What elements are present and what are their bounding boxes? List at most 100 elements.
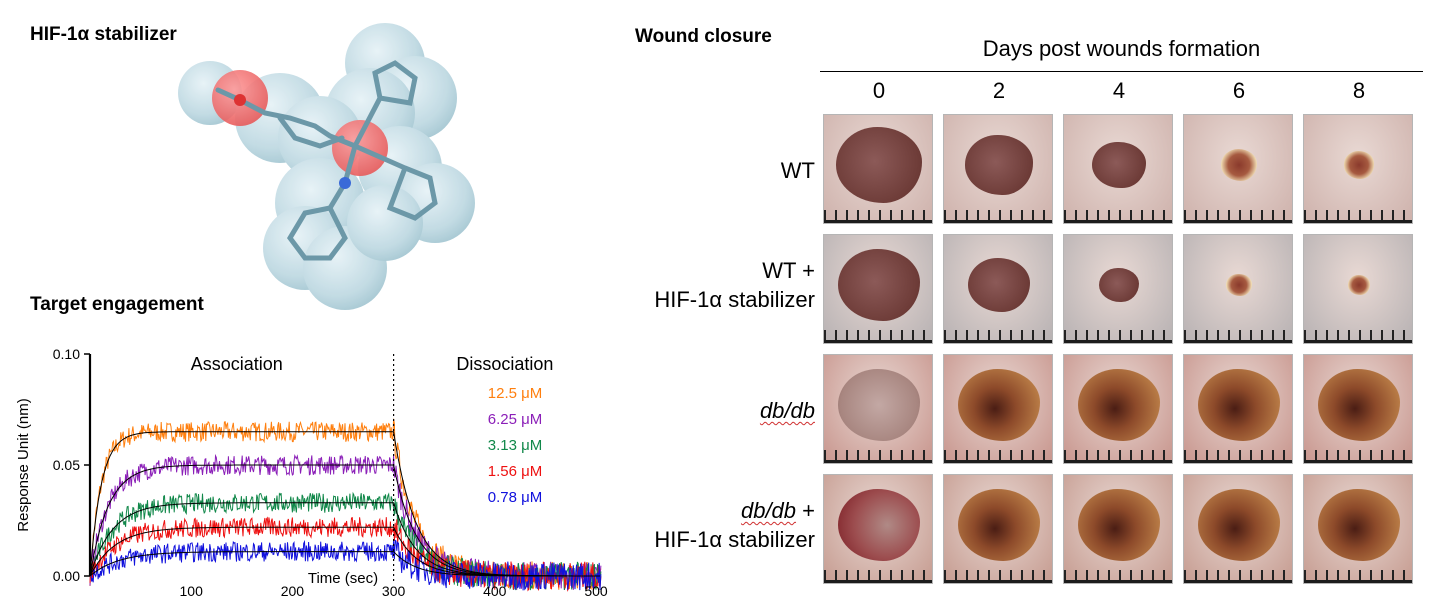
- ruler-scale: [1184, 450, 1292, 463]
- wound-area: [838, 369, 920, 441]
- wound-area: [1078, 369, 1160, 441]
- y-axis-label: Response Unit (nm): [15, 398, 32, 531]
- ruler-scale: [1184, 570, 1292, 583]
- legend-entry-4: 0.78 μM: [488, 489, 543, 506]
- legend-entry-1: 6.25 μM: [488, 411, 543, 428]
- wound-photo-row0-day8: [1303, 114, 1413, 224]
- legend-entry-3: 1.56 μM: [488, 463, 543, 480]
- wound-area: [1198, 369, 1280, 441]
- wound-photo-row2-day8: [1303, 354, 1413, 464]
- row-label-0: WT: [600, 156, 815, 185]
- wound-area: [965, 135, 1033, 195]
- ruler-scale: [1304, 450, 1412, 463]
- ruler-scale: [1064, 210, 1172, 223]
- row-label-line2: HIF-1α stabilizer: [654, 527, 815, 552]
- wound-photo-row3-day8: [1303, 474, 1413, 584]
- wound-area: [1318, 369, 1400, 441]
- ruler-scale: [1064, 330, 1172, 343]
- ruler-scale: [1184, 210, 1292, 223]
- wound-photo-row3-day2: [943, 474, 1053, 584]
- vdw-spheres: [178, 23, 475, 310]
- wound-area: [836, 127, 922, 203]
- legend-entry-2: 3.13 μM: [488, 437, 543, 454]
- series-traces: [89, 418, 602, 592]
- y-tick-label: 0.05: [53, 457, 80, 473]
- wound-photo-row1-day6: [1183, 234, 1293, 344]
- ruler-scale: [824, 450, 932, 463]
- fit-curve-4: [89, 551, 600, 577]
- x-tick-label: 500: [584, 583, 608, 597]
- oxygen-atom: [234, 94, 246, 106]
- legend-entry-0: 12.5 μM: [488, 385, 543, 402]
- day-label-2: 2: [992, 78, 1006, 103]
- wound-photo-row1-day4: [1063, 234, 1173, 344]
- wound-area: [958, 489, 1040, 561]
- fit-curve-1: [89, 464, 600, 577]
- nitrogen-atom: [339, 177, 351, 189]
- row-label-line2: HIF-1α stabilizer: [654, 287, 815, 312]
- ruler-scale: [824, 330, 932, 343]
- x-tick-label: 200: [281, 583, 305, 597]
- ruler-scale: [944, 330, 1052, 343]
- wound-area: [1343, 151, 1375, 179]
- row-label-1: WT + HIF-1α stabilizer: [600, 256, 815, 314]
- days-divider: [820, 71, 1423, 72]
- ruler-scale: [1184, 330, 1292, 343]
- wound-area: [1226, 273, 1252, 297]
- row-label-2: db/db: [600, 396, 815, 425]
- row-label-line1: WT +: [762, 258, 815, 283]
- wound-photo-row2-day0: [823, 354, 933, 464]
- ruler-scale: [1304, 570, 1412, 583]
- molecule-panel-title: HIF-1α stabilizer: [30, 24, 177, 45]
- wound-area: [1220, 149, 1258, 181]
- wound-photo-row3-day4: [1063, 474, 1173, 584]
- x-tick-label: 400: [483, 583, 507, 597]
- wound-photo-row0-day6: [1183, 114, 1293, 224]
- wound-photo-row3-day0: [823, 474, 933, 584]
- day-label-8: 8: [1352, 78, 1366, 103]
- series-trace-4: [89, 539, 602, 591]
- row-label-suffix: +: [796, 498, 815, 523]
- wound-photo-row2-day4: [1063, 354, 1173, 464]
- y-tick-label: 0.10: [53, 346, 80, 362]
- wound-area: [1198, 489, 1280, 561]
- wound-area: [1347, 275, 1371, 295]
- ruler-scale: [824, 570, 932, 583]
- wound-area: [838, 249, 920, 321]
- x-tick-label: 100: [180, 583, 204, 597]
- wound-photo-row1-day0: [823, 234, 933, 344]
- ruler-scale: [824, 210, 932, 223]
- wound-area: [838, 489, 920, 561]
- molecule-structure-image: [178, 23, 475, 310]
- day-label-0: 0: [872, 78, 886, 103]
- series-trace-2: [89, 491, 602, 591]
- x-axis-label: Time (sec): [308, 570, 378, 587]
- day-label-4: 4: [1112, 78, 1126, 103]
- association-annotation: Association: [191, 354, 283, 374]
- ruler-scale: [1304, 330, 1412, 343]
- wound-photo-row0-day4: [1063, 114, 1173, 224]
- wound-closure-title: Wound closure: [635, 26, 772, 47]
- dissociation-annotation: Dissociation: [456, 354, 553, 374]
- wound-area: [968, 257, 1030, 313]
- wound-area: [1099, 267, 1139, 303]
- wound-photo-row2-day6: [1183, 354, 1293, 464]
- target-engagement-title: Target engagement: [30, 294, 204, 315]
- days-axis-title: Days post wounds formation: [982, 36, 1261, 61]
- wound-photo-row1-day2: [943, 234, 1053, 344]
- chart-legend: 12.5 μM 6.25 μM 3.13 μM 1.56 μM 0.78 μM: [488, 385, 543, 506]
- day-label-6: 6: [1232, 78, 1246, 103]
- ruler-scale: [1304, 210, 1412, 223]
- wound-photo-row3-day6: [1183, 474, 1293, 584]
- wound-photo-row0-day2: [943, 114, 1053, 224]
- wound-area: [958, 369, 1040, 441]
- row-label-line1: db/db: [740, 498, 797, 523]
- ruler-scale: [944, 450, 1052, 463]
- y-tick-label: 0.00: [53, 568, 80, 584]
- wound-area: [1318, 489, 1400, 561]
- ruler-scale: [1064, 570, 1172, 583]
- fit-curves: [89, 431, 600, 577]
- wound-area: [1078, 489, 1160, 561]
- ruler-scale: [944, 570, 1052, 583]
